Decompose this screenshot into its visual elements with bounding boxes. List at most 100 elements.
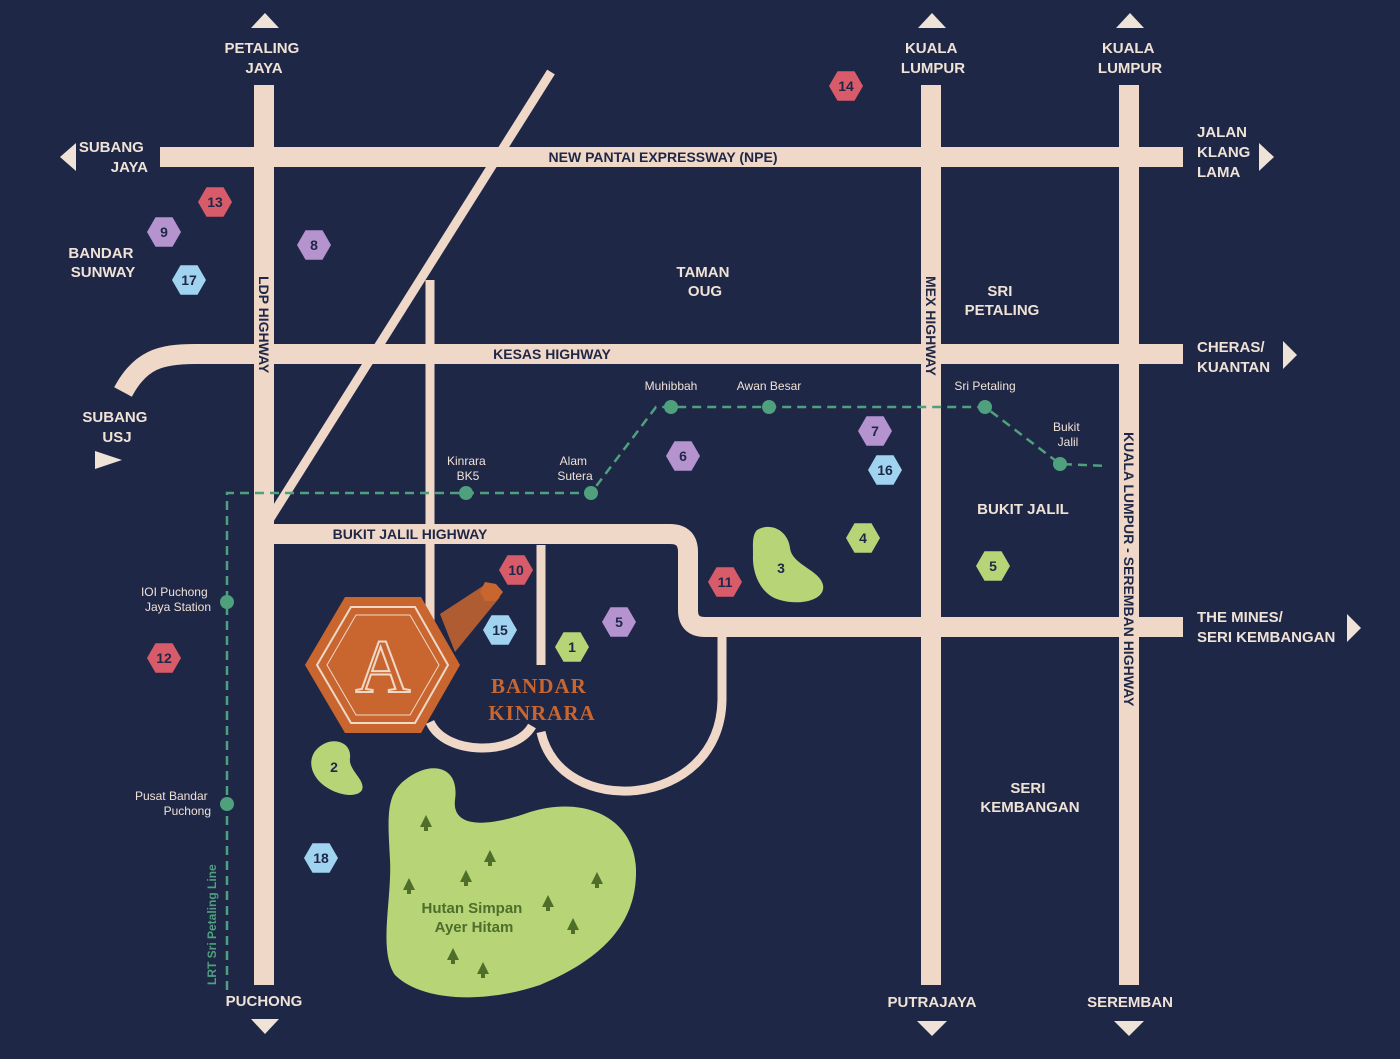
logo-hexagon <box>305 597 460 733</box>
marker-7: 7 <box>858 416 892 446</box>
logo-hexagon-inner <box>315 606 450 724</box>
marker-8: 8 <box>297 230 331 260</box>
project-logo: A BANDAR KINRARA <box>305 582 595 733</box>
marker-hexagon <box>829 71 863 101</box>
marker-16: 16 <box>868 455 902 485</box>
marker-1: 1 <box>555 632 589 662</box>
area-bandar-sunway: BANDAR SUNWAY <box>68 245 137 281</box>
marker-5: 5 <box>976 551 1010 581</box>
station-label-muhibbah: Muhibbah <box>645 379 698 393</box>
marker-hexagon <box>483 615 517 645</box>
marker-3: 3 <box>777 560 785 576</box>
tree-icon <box>542 895 554 911</box>
station-label-alam-sutera: Alam Sutera <box>557 454 593 483</box>
park-3 <box>752 526 824 603</box>
marker-hexagon <box>708 567 742 597</box>
marker-number: 13 <box>207 194 223 210</box>
park-2 <box>311 741 363 795</box>
area-labels: BANDAR SUNWAY TAMAN OUG SRI PETALING BUK… <box>68 245 1079 816</box>
marker-number: 11 <box>718 574 733 590</box>
ldp-label: LDP HIGHWAY <box>256 276 272 374</box>
bukit-jalil-highway-label: BUKIT JALIL HIGHWAY <box>333 526 488 542</box>
tree-icon <box>403 878 415 894</box>
marker-number: 2 <box>330 759 338 775</box>
tree-icon <box>447 948 459 964</box>
marker-number: 18 <box>313 850 329 866</box>
marker-hexagon <box>304 843 338 873</box>
dest-kuala-lumpur-seremban: KUALA LUMPUR <box>1098 40 1162 77</box>
tree-icon <box>567 918 579 934</box>
marker-number: 5 <box>615 614 623 630</box>
area-taman-oug: TAMAN OUG <box>676 264 733 300</box>
forest-label: Hutan Simpan Ayer Hitam <box>421 900 526 936</box>
marker-14: 14 <box>829 71 863 101</box>
marker-hexagon <box>297 230 331 260</box>
arrow-up-icon <box>918 13 946 28</box>
arrow-right-icon <box>1259 143 1274 171</box>
kl-seremban-label: KUALA LUMPUR - SEREMBAN HIGHWAY <box>1121 432 1137 707</box>
lrt-station-pusat-bandar <box>220 797 234 811</box>
marker-hexagon <box>858 416 892 446</box>
arrow-left-icon <box>60 143 76 171</box>
npe-label: NEW PANTAI EXPRESSWAY (NPE) <box>549 149 778 165</box>
marker-number: 7 <box>871 423 879 439</box>
arrow-right-icon <box>1283 341 1297 369</box>
marker-hexagon <box>499 555 533 585</box>
dest-kuala-lumpur-mex: KUALA LUMPUR <box>901 40 965 77</box>
lrt-track <box>225 405 1109 990</box>
marker-4: 4 <box>846 523 880 553</box>
location-pin-icon <box>480 582 503 601</box>
marker-5: 5 <box>602 607 636 637</box>
dest-cheras-kuantan: CHERAS/ KUANTAN <box>1197 339 1270 376</box>
marker-number: 5 <box>989 558 997 574</box>
station-labels: IOI Puchong Jaya Station Pusat Bandar Pu… <box>135 379 1083 818</box>
arrow-down-left-icon <box>95 451 122 469</box>
marker-13: 13 <box>198 187 232 217</box>
station-label-bukit-jalil: Bukit Jalil <box>1053 420 1083 449</box>
dest-subang-jaya: SUBANG JAYA <box>79 139 148 176</box>
kesas-label: KESAS HIGHWAY <box>493 346 611 362</box>
arrow-down-icon <box>251 1019 279 1034</box>
lrt-line: LRT Sri Petaling Line <box>205 400 1109 990</box>
marker-17: 17 <box>172 265 206 295</box>
marker-number: 3 <box>777 560 785 576</box>
marker-hexagon <box>666 441 700 471</box>
lrt-station-alam-sutera <box>584 486 598 500</box>
dest-putrajaya: PUTRAJAYA <box>888 994 977 1011</box>
marker-12: 12 <box>147 643 181 673</box>
diagonal-road <box>262 69 555 528</box>
station-label-sri-petaling: Sri Petaling <box>954 379 1015 393</box>
marker-number: 17 <box>181 272 197 288</box>
lrt-station-muhibbah <box>664 400 678 414</box>
road-labels: NEW PANTAI EXPRESSWAY (NPE) KESAS HIGHWA… <box>256 149 1137 707</box>
kesas-road <box>114 344 1183 397</box>
tree-icon <box>484 850 496 866</box>
dest-jalan-klang-lama: JALAN KLANG LAMA <box>1197 124 1255 181</box>
destination-labels: PETALING JAYA KUALA LUMPUR KUALA LUMPUR … <box>79 40 1336 1011</box>
station-label-kinrara: Kinrara BK5 <box>447 454 489 483</box>
lrt-station-bukit-jalil <box>1053 457 1067 471</box>
logo-letter: A <box>356 625 411 709</box>
arrow-right-icon <box>1347 614 1361 642</box>
marker-11: 11 <box>708 567 742 597</box>
green-areas <box>311 526 824 998</box>
logo-hexagon-inner-2 <box>326 614 440 716</box>
mex-label: MEX HIGHWAY <box>923 276 939 376</box>
marker-18: 18 <box>304 843 338 873</box>
marker-number: 10 <box>508 562 524 578</box>
loop-road-west <box>425 719 536 753</box>
bukit-jalil-road <box>266 524 1183 637</box>
marker-number: 4 <box>859 530 867 546</box>
tree-icon <box>420 815 432 831</box>
marker-number: 16 <box>877 462 893 478</box>
marker-number: 14 <box>838 78 854 94</box>
roads <box>114 69 1183 985</box>
marker-2: 2 <box>330 759 338 775</box>
dest-petaling-jaya: PETALING JAYA <box>225 40 304 77</box>
arrow-down-icon <box>917 1021 947 1036</box>
lrt-station-kinrara <box>459 486 473 500</box>
marker-number: 1 <box>568 639 576 655</box>
dest-seremban: SEREMBAN <box>1087 994 1173 1011</box>
